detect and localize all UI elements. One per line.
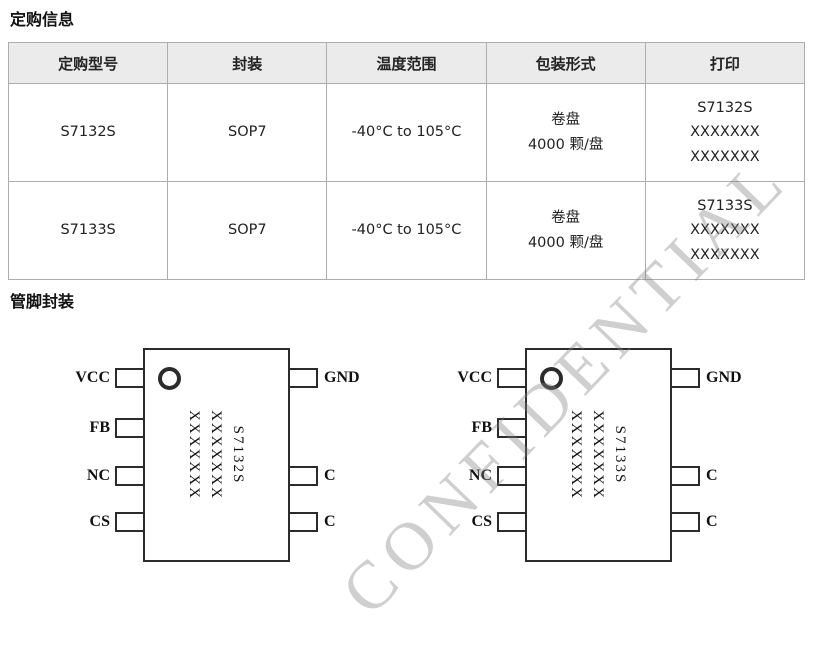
- header-package: 封装: [167, 42, 328, 84]
- cell-model: S7132S: [7, 83, 169, 182]
- chip-body: [143, 348, 290, 562]
- pin-label-c: C: [324, 513, 336, 530]
- pin-label-cs: CS: [471, 513, 492, 530]
- pin-pad: [115, 418, 145, 438]
- marking-code-line: XXXXXXX: [568, 410, 584, 500]
- pin-pad: [497, 466, 527, 486]
- marking-model: S7133S: [612, 425, 628, 485]
- pin-pad: [288, 368, 318, 388]
- print-line: XXXXXXX: [690, 222, 760, 239]
- print-line: S7132S: [697, 99, 753, 116]
- chip-marking: S7133S XXXXXXX XXXXXXX: [565, 410, 631, 500]
- table-row: S7133S SOP7 -40°C to 105°C 卷盘 4000 颗/盘 S…: [7, 181, 806, 280]
- header-temp-range: 温度范围: [326, 42, 487, 84]
- pin-pad: [115, 466, 145, 486]
- pin-label-c: C: [324, 467, 336, 484]
- pin-label-fb: FB: [89, 419, 110, 436]
- pin-pad: [670, 512, 700, 532]
- pin-pad: [497, 512, 527, 532]
- pin-pad: [670, 466, 700, 486]
- cell-packing: 卷盘 4000 颗/盘: [485, 83, 646, 182]
- marking-code-line: XXXXXXX: [208, 410, 224, 500]
- packing-line: 卷盘: [551, 209, 581, 226]
- pin1-indicator-icon: [158, 367, 181, 390]
- cell-print: S7133S XXXXXXX XXXXXXX: [644, 181, 806, 280]
- pin-pad: [497, 418, 527, 438]
- pin-pad: [288, 466, 318, 486]
- chip-marking: S7132S XXXXXXX XXXXXXX: [183, 410, 249, 500]
- chip-diagram-s7133s: VCC FB NC CS S7133S XXXXXXX XXXXXXX GND …: [442, 348, 772, 565]
- pin-label-nc: NC: [468, 467, 492, 484]
- cell-temp-range: -40°C to 105°C: [326, 181, 487, 280]
- pin-label-c: C: [706, 467, 718, 484]
- cell-packing: 卷盘 4000 颗/盘: [485, 181, 646, 280]
- cell-temp-range: -40°C to 105°C: [326, 83, 487, 182]
- marking-code-line: XXXXXXX: [590, 410, 606, 500]
- table-row: S7132S SOP7 -40°C to 105°C 卷盘 4000 颗/盘 S…: [7, 83, 806, 182]
- packing-line: 卷盘: [551, 111, 581, 128]
- header-packing: 包装形式: [485, 42, 646, 84]
- packing-line: 4000 颗/盘: [527, 136, 604, 153]
- print-line: XXXXXXX: [690, 124, 760, 141]
- print-line: S7133S: [697, 197, 753, 214]
- ordering-table: 定购型号 封装 温度范围 包装形式 打印 S7132S SOP7 -40°C t…: [7, 42, 806, 280]
- pin-label-nc: NC: [86, 467, 110, 484]
- pin1-indicator-icon: [540, 367, 563, 390]
- pin-label-gnd: GND: [324, 369, 360, 386]
- header-model: 定购型号: [7, 42, 169, 84]
- cell-print: S7132S XXXXXXX XXXXXXX: [644, 83, 806, 182]
- chip-body: [525, 348, 672, 562]
- table-header-row: 定购型号 封装 温度范围 包装形式 打印: [7, 42, 806, 84]
- pin-pad: [670, 368, 700, 388]
- pin-label-c: C: [706, 513, 718, 530]
- cell-package: SOP7: [167, 181, 328, 280]
- print-line: XXXXXXX: [690, 148, 760, 165]
- marking-model: S7132S: [230, 425, 246, 485]
- pin-label-cs: CS: [89, 513, 110, 530]
- header-print: 打印: [644, 42, 806, 84]
- print-line: XXXXXXX: [690, 246, 760, 263]
- package-section-title: 管脚封装: [10, 292, 75, 311]
- marking-code-line: XXXXXXX: [186, 410, 202, 500]
- cell-model: S7133S: [7, 181, 169, 280]
- pin-pad: [288, 512, 318, 532]
- pin-pad: [497, 368, 527, 388]
- pin-label-vcc: VCC: [75, 369, 110, 386]
- pin-label-gnd: GND: [706, 369, 742, 386]
- packing-line: 4000 颗/盘: [527, 234, 604, 251]
- pin-label-vcc: VCC: [457, 369, 492, 386]
- cell-package: SOP7: [167, 83, 328, 182]
- chip-diagram-s7132s: VCC FB NC CS S7132S XXXXXXX XXXXXXX GND …: [60, 348, 390, 565]
- pin-pad: [115, 368, 145, 388]
- ordering-section-title: 定购信息: [10, 10, 75, 29]
- pin-label-fb: FB: [471, 419, 492, 436]
- pin-pad: [115, 512, 145, 532]
